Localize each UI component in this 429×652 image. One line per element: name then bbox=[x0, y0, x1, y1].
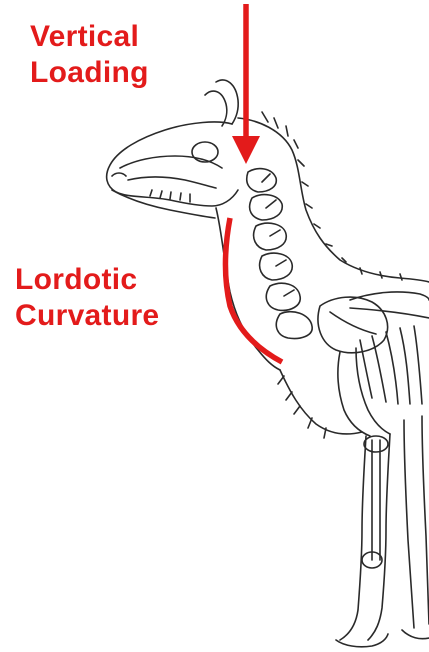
vertical-loading-label-line1: Vertical bbox=[30, 19, 149, 55]
chest-outline bbox=[280, 370, 362, 434]
rib-cage bbox=[350, 292, 429, 404]
vertical-loading-label-line2: Loading bbox=[30, 55, 149, 91]
front-hoof bbox=[336, 634, 388, 647]
eye-socket bbox=[192, 142, 218, 162]
vertical-loading-arrowhead bbox=[232, 136, 260, 164]
head-outline bbox=[107, 122, 238, 206]
elbow-joint bbox=[364, 436, 388, 452]
lower-jaw bbox=[112, 190, 215, 218]
jaw-line bbox=[128, 177, 216, 188]
ear-left bbox=[205, 91, 227, 126]
ear-right bbox=[216, 80, 238, 124]
humerus-back bbox=[356, 348, 390, 434]
foreleg-front bbox=[340, 436, 366, 640]
lordotic-curvature-label: Lordotic Curvature bbox=[15, 262, 159, 334]
far-leg-front bbox=[404, 420, 414, 628]
neck-back bbox=[238, 118, 429, 282]
llama-linework bbox=[107, 80, 429, 647]
nostril bbox=[112, 173, 126, 176]
foreleg-bones bbox=[372, 440, 380, 560]
far-leg-back bbox=[422, 416, 429, 624]
vertical-loading-label: Vertical Loading bbox=[30, 19, 149, 91]
scapula-spine bbox=[330, 312, 376, 334]
far-hoof bbox=[402, 630, 429, 639]
lordotic-curvature-label-line2: Curvature bbox=[15, 298, 159, 334]
wool-fringe-chest bbox=[278, 376, 326, 438]
lordotic-curvature-label-line1: Lordotic bbox=[15, 262, 159, 298]
